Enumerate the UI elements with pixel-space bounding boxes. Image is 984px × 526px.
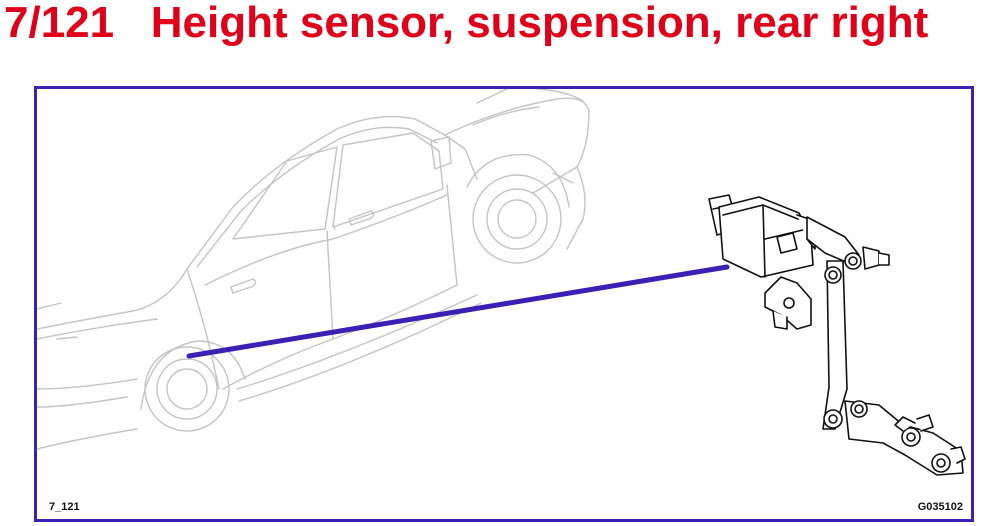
- figure-code-label: G035102: [917, 501, 963, 513]
- height-sensor-icon: [708, 194, 966, 476]
- diagram-illustration: [37, 89, 966, 476]
- car-outline-icon: [37, 89, 590, 450]
- page-title: 7/121 Height sensor, suspension, rear ri…: [4, 0, 929, 47]
- leader-line: [186, 264, 730, 359]
- diagram-frame: 7_121 G035102: [34, 86, 974, 522]
- figure-number-label: 7_121: [49, 501, 80, 513]
